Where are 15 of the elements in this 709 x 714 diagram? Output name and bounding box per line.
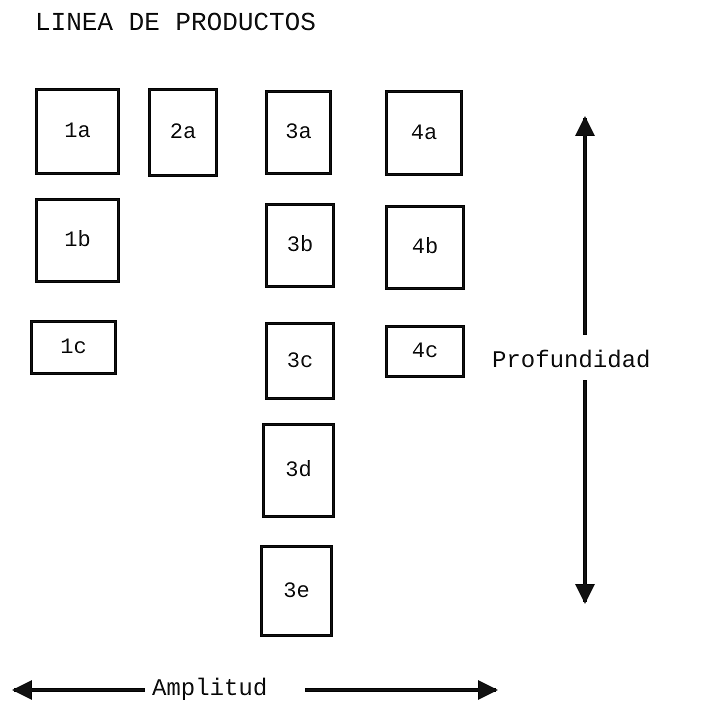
product-box: 4a <box>385 90 463 176</box>
product-box: 3b <box>265 203 335 288</box>
product-box: 4c <box>385 325 465 378</box>
product-box: 4b <box>385 205 465 290</box>
diagram-title: LINEA DE PRODUCTOS <box>35 8 316 38</box>
product-box: 3a <box>265 90 332 175</box>
product-box: 1b <box>35 198 120 283</box>
axis-label: Amplitud <box>152 676 268 703</box>
product-box: 3d <box>262 423 335 518</box>
axis-label: Profundidad <box>492 348 650 375</box>
product-box: 3c <box>265 322 335 400</box>
product-box: 1a <box>35 88 120 175</box>
product-box: 2a <box>148 88 218 177</box>
product-box: 3e <box>260 545 333 637</box>
product-box: 1c <box>30 320 117 375</box>
